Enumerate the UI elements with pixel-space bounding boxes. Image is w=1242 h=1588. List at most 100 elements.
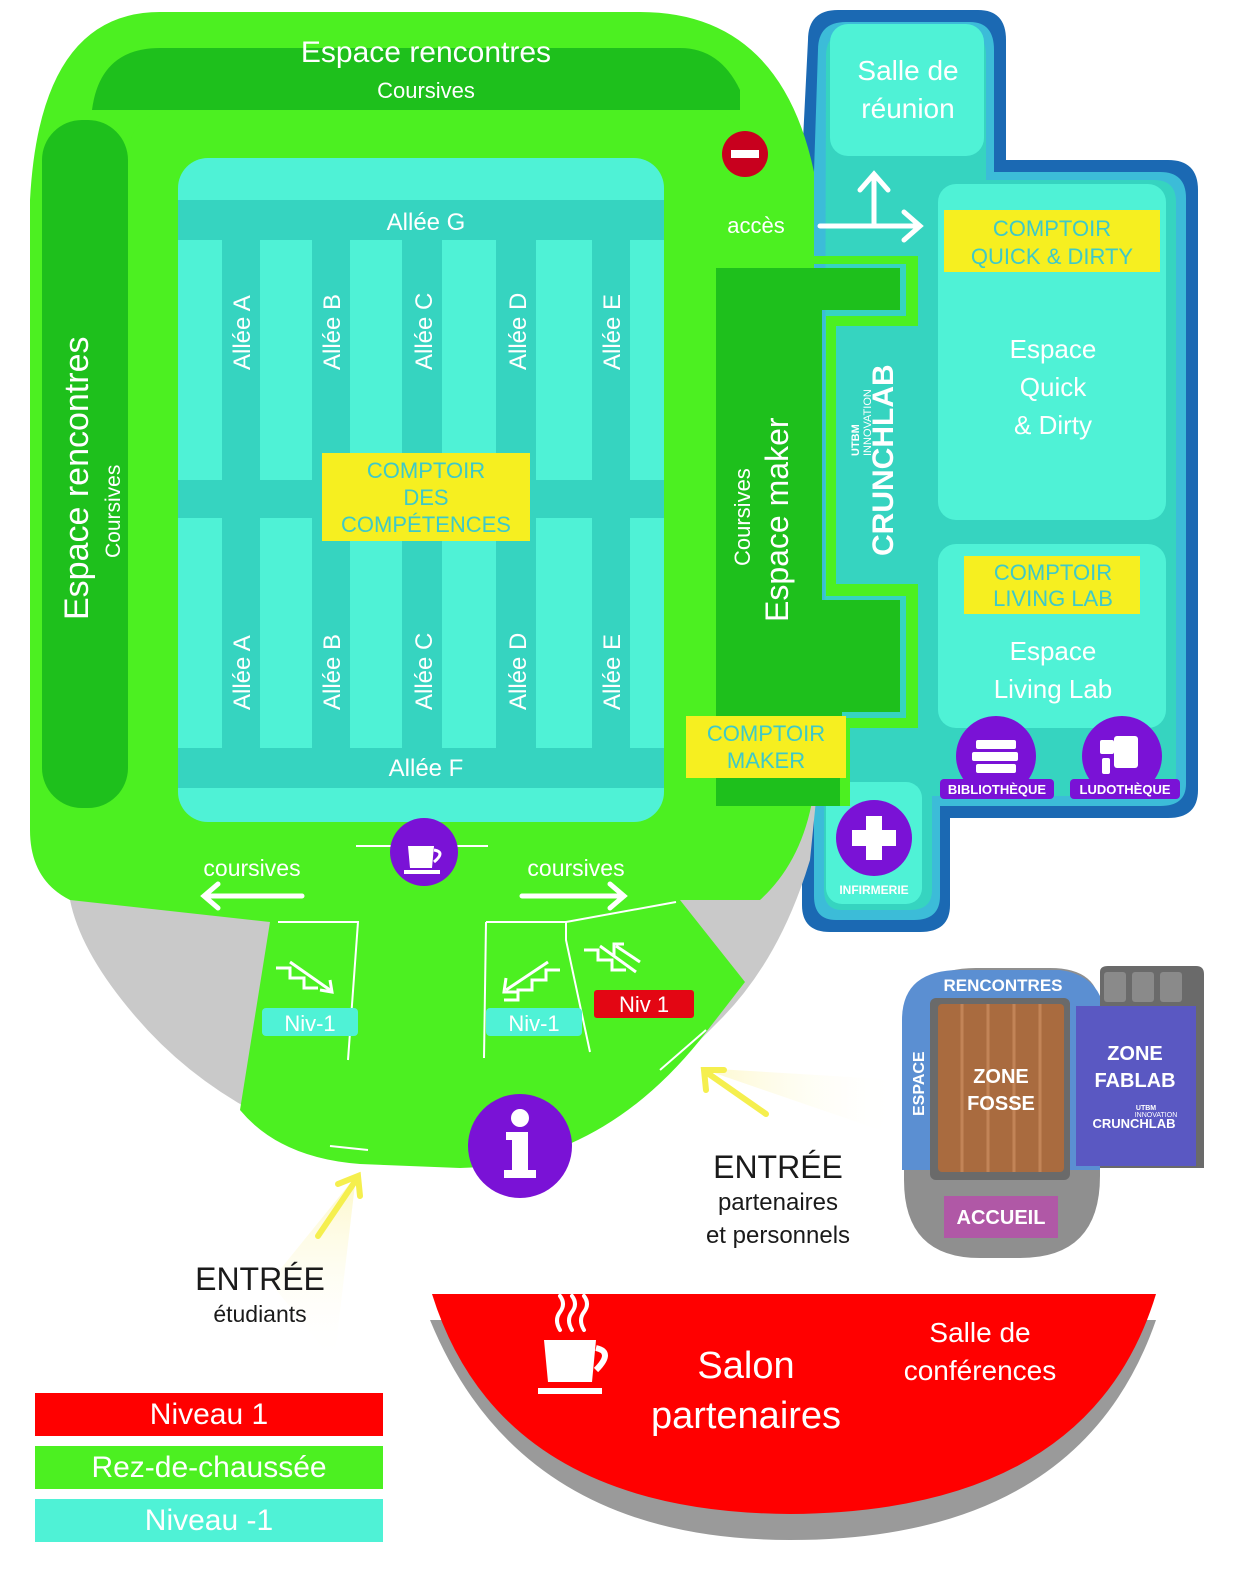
stairs-down-icon — [276, 960, 334, 994]
info-icon — [468, 1094, 572, 1198]
allee-g-label: Allée G — [387, 209, 466, 236]
zone-fablab-l2: FABLAB — [1094, 1070, 1175, 1092]
zone-fablab-l1: ZONE — [1107, 1043, 1163, 1065]
lobby: coursives coursives — [200, 818, 707, 1198]
allees-bottom: Allée A Allée B Allée C Allée D Allée E — [229, 633, 626, 710]
left-coursives: Coursives — [102, 465, 125, 558]
coursives-left-label: coursives — [203, 855, 300, 881]
salle-conferences-l2: conférences — [904, 1355, 1057, 1386]
maker-coursives: Coursives — [730, 468, 755, 566]
mini-rencontres-label: RENCONTRES — [943, 976, 1062, 995]
comptoir-competences-l2: DES — [403, 485, 448, 510]
top-coursives: Coursives — [377, 78, 475, 103]
zone-fosse-l1: ZONE — [973, 1066, 1029, 1088]
fablab-logo-innovation: INNOVATION — [1135, 1112, 1178, 1119]
comptoir-quick-dirty — [944, 210, 1160, 272]
bibliotheque-icon: BIBLIOTHÈQUE — [940, 716, 1054, 799]
comptoir-competences — [322, 453, 530, 541]
comptoir-quick-label-2: QUICK & DIRTY — [971, 244, 1134, 269]
entree-etudiants-title: ENTRÉE — [195, 1261, 325, 1297]
crunchlab-area: Salle de réunion COMPTOIR QUICK & DIRTY … — [802, 10, 1198, 932]
bibliotheque-label: BIBLIOTHÈQUE — [948, 782, 1047, 797]
entree-etudiants: ENTRÉE étudiants — [195, 1171, 363, 1362]
legend-niveau-m1-label: Niveau -1 — [144, 1503, 274, 1537]
espace-quick-label: Espace — [1010, 334, 1097, 364]
no-entry-icon — [722, 131, 768, 177]
crunchlab-logo: CRUNCHLAB UTBM INNOVATION — [850, 364, 900, 556]
salle-reunion-label-2: réunion — [861, 93, 954, 124]
allee-top-d: Allée D — [505, 293, 532, 370]
ludotheque-label: LUDOTHÈQUE — [1080, 782, 1171, 797]
entree-partenaires-sub1: partenaires — [718, 1189, 838, 1216]
top-espace-rencontres: Espace rencontres — [301, 36, 551, 69]
legend-rez-de-chaussee-label: Rez-de-chaussée — [91, 1450, 327, 1484]
entree-partenaires: ENTRÉE partenaires et personnels — [700, 1067, 900, 1249]
entree-partenaires-title: ENTRÉE — [713, 1149, 843, 1185]
mini-building: RENCONTRES ESPACE ZONE FOSSE ZONE FABLAB… — [902, 966, 1204, 1258]
accueil — [944, 1196, 1058, 1238]
crunchlab-logo-utbm: UTBM — [850, 424, 862, 456]
espace-living-label-2: Living Lab — [994, 674, 1113, 704]
mini-espace-label: ESPACE — [911, 1051, 928, 1116]
comptoir-maker-l1: COMPTOIR — [707, 721, 825, 746]
allee-bottom-b: Allée B — [319, 634, 346, 710]
salon-label-2: partenaires — [651, 1395, 841, 1437]
coursives-right-label: coursives — [527, 855, 624, 881]
allee-top-a: Allée A — [229, 295, 256, 370]
niv-m1-left-badge — [262, 1008, 358, 1036]
comptoir-competences-l1: COMPTOIR — [367, 458, 485, 483]
salon-partenaires: Salon partenaires Salle de conférences — [430, 1294, 1156, 1540]
salle-reunion-room — [830, 24, 984, 156]
allee-bottom-e: Allée E — [599, 634, 626, 710]
comptoir-living-label: COMPTOIR — [994, 560, 1112, 585]
allee-f-label: Allée F — [389, 755, 464, 782]
left-espace-rencontres: Espace rencontres — [58, 337, 96, 621]
infirmerie: INFIRMERIE — [826, 782, 922, 904]
comptoir-competences-l3: COMPÉTENCES — [341, 512, 511, 537]
comptoir-maker — [686, 716, 846, 778]
allees-top: Allée A Allée B Allée C Allée D Allée E — [229, 293, 626, 370]
comptoir-living-lab — [964, 556, 1140, 614]
espace-living-label: Espace — [1010, 636, 1097, 666]
espace-quick-label-3: & Dirty — [1014, 410, 1092, 440]
niv-1-badge — [594, 990, 694, 1018]
allee-top-e: Allée E — [599, 294, 626, 370]
infirmerie-label: INFIRMERIE — [839, 883, 908, 897]
coffee-icon-salon — [555, 1294, 589, 1332]
allee-top-b: Allée B — [319, 294, 346, 370]
niv-1-label: Niv 1 — [619, 992, 669, 1017]
fablab-logo-name: CRUNCHLAB — [1092, 1116, 1175, 1131]
niv-m1-right-label: Niv-1 — [508, 1011, 559, 1036]
allee-bottom-a: Allée A — [229, 635, 256, 710]
acces-label: accès — [727, 213, 784, 238]
allee-top-c: Allée C — [411, 293, 438, 370]
entree-etudiants-sub: étudiants — [213, 1301, 306, 1327]
accueil-label: ACCUEIL — [957, 1207, 1046, 1229]
stairs-down-icon-2 — [502, 960, 560, 1002]
legend-rez-de-chaussee: Rez-de-chaussée — [35, 1446, 383, 1489]
access-arrow-icon — [817, 170, 924, 243]
allee-bottom-d: Allée D — [505, 633, 532, 710]
salon-label-1: Salon — [697, 1345, 794, 1387]
comptoir-quick-label: COMPTOIR — [993, 216, 1111, 241]
crunchlab-logo-innovation: INNOVATION — [862, 389, 874, 456]
comptoir-maker-l2: MAKER — [727, 748, 805, 773]
entree-partenaires-sub2: et personnels — [706, 1222, 850, 1249]
zone-fosse — [938, 1004, 1064, 1172]
fablab-logo-utbm: UTBM — [1136, 1105, 1156, 1112]
zone-fablab — [1076, 1006, 1196, 1166]
legend-niveau-1-label: Niveau 1 — [149, 1397, 269, 1431]
ludotheque-icon: LUDOTHÈQUE — [1070, 716, 1180, 799]
salle-reunion-label: Salle de — [857, 55, 958, 86]
coffee-icon-lobby — [390, 818, 458, 886]
niv-m1-right-badge — [486, 1008, 582, 1036]
stairs-up-icon — [584, 942, 641, 974]
central-hall: Allée G Allée F Allée A Allée B Allée C … — [178, 158, 664, 822]
legend-niveau-1: Niveau 1 — [35, 1393, 383, 1436]
allee-bottom-c: Allée C — [411, 633, 438, 710]
espace-maker-label: Espace maker — [759, 417, 795, 622]
crunchlab-logo-name: CRUNCHLAB — [867, 364, 900, 556]
espace-quick-label-2: Quick — [1020, 372, 1087, 402]
salle-conferences-l1: Salle de — [929, 1317, 1030, 1348]
